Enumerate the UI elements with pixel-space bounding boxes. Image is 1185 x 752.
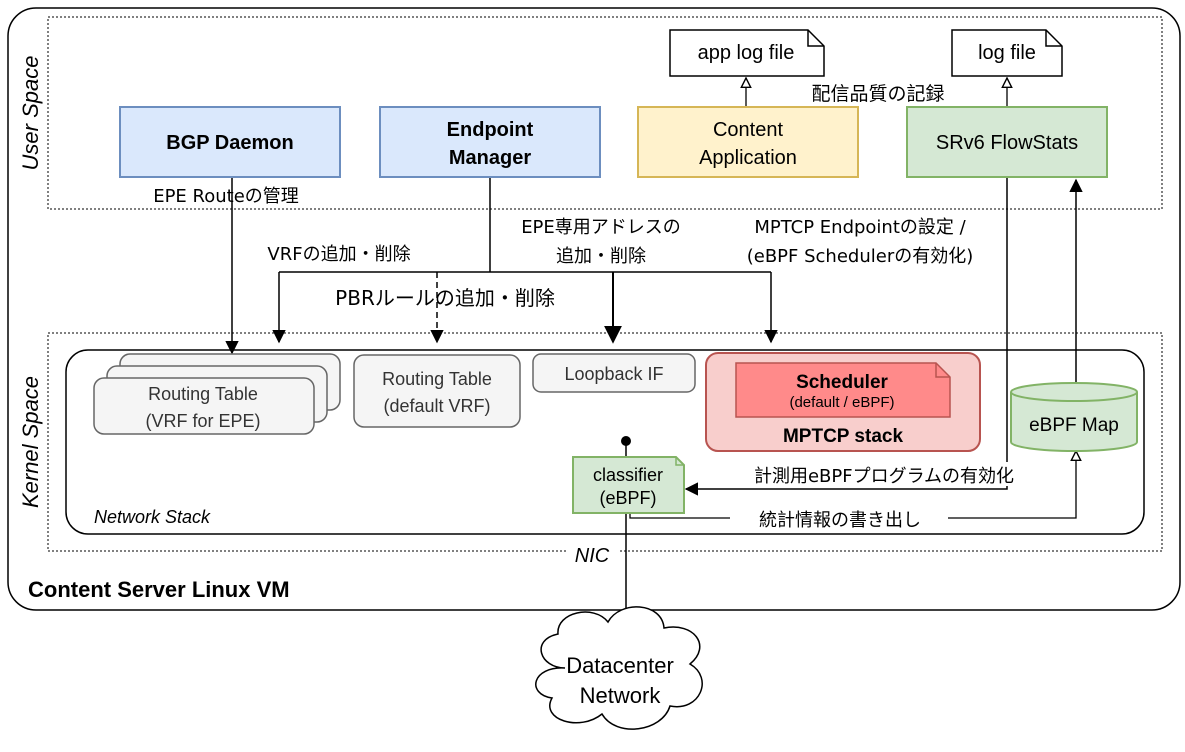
content-application[interactable]: Content Application bbox=[637, 106, 859, 178]
log-file: log file bbox=[951, 29, 1063, 77]
user-space-label: User Space bbox=[18, 56, 43, 171]
mptcp-stack[interactable]: Scheduler (default / eBPF) MPTCP stack bbox=[705, 352, 981, 452]
loopback-if-label: Loopback IF bbox=[564, 364, 663, 384]
loopback-if[interactable]: Loopback IF bbox=[532, 353, 696, 393]
app-log-file-label: app log file bbox=[698, 42, 795, 64]
nic-label-bg bbox=[566, 541, 618, 567]
mptcp-endpoint-label-2: (eBPF Schedulerの有効化) bbox=[747, 246, 974, 267]
datacenter-network-label-1: Datacenter bbox=[566, 653, 674, 678]
datacenter-network-cloud: Datacenter Network bbox=[535, 606, 703, 730]
pbr-rule-label: PBRルールの追加・削除 bbox=[335, 286, 555, 310]
nic-hook-dot bbox=[621, 436, 631, 446]
app-log-file: app log file bbox=[669, 29, 825, 77]
routing-table-epe-label-2: (VRF for EPE) bbox=[145, 411, 260, 431]
content-application-label-1: Content bbox=[713, 119, 783, 141]
enable-ebpf-label-bg bbox=[708, 462, 1062, 486]
export-stats-label-bg bbox=[730, 506, 948, 532]
routing-table-epe-label-1: Routing Table bbox=[148, 384, 258, 404]
srv6-flowstats-label: SRv6 FlowStats bbox=[936, 132, 1078, 154]
epe-addr-label-2: 追加・削除 bbox=[556, 246, 646, 267]
nic-label: NIC bbox=[575, 545, 610, 567]
mptcp-stack-label: MPTCP stack bbox=[783, 426, 903, 447]
mptcp-endpoint-label-1: MPTCP Endpointの設定 / bbox=[754, 217, 966, 238]
delivery-quality-label: 配信品質の記録 bbox=[811, 83, 944, 105]
scheduler-label: Scheduler bbox=[796, 372, 888, 393]
endpoint-manager-label-2: Manager bbox=[449, 147, 531, 169]
bgp-daemon-label: BGP Daemon bbox=[166, 132, 293, 154]
network-stack-label: Network Stack bbox=[94, 507, 211, 527]
endpoint-manager-label-1: Endpoint bbox=[447, 119, 534, 141]
user-space-box bbox=[47, 16, 1163, 210]
vrf-add-del-label: VRFの追加・削除 bbox=[267, 244, 410, 265]
routing-table-epe[interactable]: Routing Table (VRF for EPE) bbox=[93, 353, 341, 435]
datacenter-network-label-2: Network bbox=[580, 683, 662, 708]
routing-table-default-label-2: (default VRF) bbox=[383, 396, 490, 416]
epe-route-mgmt-label: EPE Routeの管理 bbox=[153, 186, 299, 207]
epe-addr-label-1: EPE専用アドレスの bbox=[521, 217, 681, 238]
enable-ebpf-label: 計測用eBPFプログラムの有効化 bbox=[754, 466, 1014, 487]
content-application-label-2: Application bbox=[699, 147, 797, 169]
classifier-label-1: classifier bbox=[593, 465, 663, 485]
srv6-flowstats[interactable]: SRv6 FlowStats bbox=[906, 106, 1108, 178]
log-file-label: log file bbox=[978, 42, 1036, 64]
routing-table-default[interactable]: Routing Table (default VRF) bbox=[353, 354, 521, 428]
scheduler[interactable]: Scheduler (default / eBPF) bbox=[735, 362, 951, 418]
kernel-space-label: Kernel Space bbox=[18, 376, 43, 508]
endpoint-manager[interactable]: Endpoint Manager bbox=[379, 106, 601, 178]
vm-label: Content Server Linux VM bbox=[28, 577, 290, 602]
flowstats-to-classifier-arrow bbox=[684, 177, 1008, 496]
scheduler-sub-label: (default / eBPF) bbox=[789, 394, 894, 411]
routing-table-default-label-1: Routing Table bbox=[382, 369, 492, 389]
ebpf-map-label: eBPF Map bbox=[1029, 415, 1119, 436]
bgp-daemon[interactable]: BGP Daemon bbox=[119, 106, 341, 178]
export-stats-label: 統計情報の書き出し bbox=[759, 510, 921, 531]
ebpf-map[interactable]: eBPF Map bbox=[1010, 382, 1138, 452]
classifier-label-2: (eBPF) bbox=[599, 488, 656, 508]
classifier[interactable]: classifier (eBPF) bbox=[572, 456, 685, 514]
